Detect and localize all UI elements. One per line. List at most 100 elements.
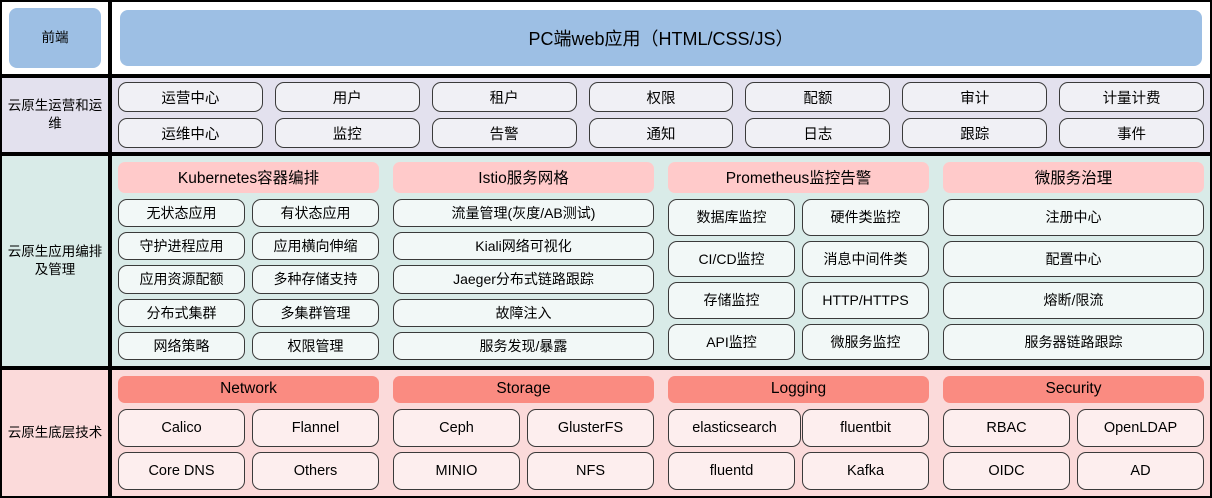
prom-item-microservice-monitoring[interactable]: 微服务监控 xyxy=(802,323,929,360)
istio-item-fault-injection[interactable]: 故障注入 xyxy=(393,298,654,327)
k8s-item-daemon-app[interactable]: 守护进程应用 xyxy=(118,232,245,261)
security-item-oidc[interactable]: OIDC xyxy=(943,452,1070,490)
microservice-item-grid: 注册中心 配置中心 熔断/限流 服务器链路跟踪 xyxy=(943,199,1204,360)
column-header-microservice-governance: 微服务治理 xyxy=(943,162,1204,193)
logging-item-fluentd[interactable]: fluentd xyxy=(668,452,795,490)
k8s-item-stateful-app[interactable]: 有状态应用 xyxy=(252,199,379,228)
k8s-item-storage-support[interactable]: 多种存储支持 xyxy=(252,265,379,294)
storage-item-nfs[interactable]: NFS xyxy=(527,452,654,490)
prom-item-cicd-monitoring[interactable]: CI/CD监控 xyxy=(668,240,795,277)
infrastructure-columns: Network Calico Flannel Core DNS Others S… xyxy=(118,376,1204,490)
ops-item-metering-billing[interactable]: 计量计费 xyxy=(1059,82,1204,112)
prom-item-http-https[interactable]: HTTP/HTTPS xyxy=(802,282,929,319)
logging-item-fluentbit[interactable]: fluentbit xyxy=(802,409,929,447)
layer-row-orchestration: 云原生应用编排及管理 Kubernetes容器编排 无状态应用 有状态应用 守护… xyxy=(0,154,1212,368)
layer-label-orchestration-text: 云原生应用编排及管理 xyxy=(7,243,103,277)
layer-row-infrastructure: 云原生底层技术 Network Calico Flannel Core DNS … xyxy=(0,368,1212,498)
prom-item-message-middleware[interactable]: 消息中间件类 xyxy=(802,240,929,277)
ops-item-tenant[interactable]: 租户 xyxy=(431,82,577,112)
ops-item-audit[interactable]: 审计 xyxy=(902,82,1048,112)
k8s-item-network-policy[interactable]: 网络策略 xyxy=(118,331,245,360)
ops-capability-grid: 运营中心 用户 租户 权限 配额 审计 计量计费 运维中心 监控 告警 通知 日… xyxy=(118,82,1204,148)
layer-label-orchestration: 云原生应用编排及管理 xyxy=(0,154,110,368)
k8s-item-resource-quota[interactable]: 应用资源配额 xyxy=(118,265,245,294)
network-item-core-dns[interactable]: Core DNS xyxy=(118,452,245,490)
ops-item-alerting[interactable]: 告警 xyxy=(431,118,577,148)
infra-column-storage: Storage Ceph GlusterFS MINIO NFS xyxy=(393,376,654,490)
ops-item-monitoring[interactable]: 监控 xyxy=(274,118,420,148)
layer-label-infrastructure: 云原生底层技术 xyxy=(0,368,110,498)
network-item-calico[interactable]: Calico xyxy=(118,409,245,447)
kubernetes-item-grid: 无状态应用 有状态应用 守护进程应用 应用横向伸缩 应用资源配额 多种存储支持 … xyxy=(118,199,379,360)
msvc-item-config-center[interactable]: 配置中心 xyxy=(943,240,1204,277)
logging-item-grid: elasticsearch fluentbit fluentd Kafka xyxy=(668,409,929,490)
prometheus-item-grid: 数据库监控 硬件类监控 CI/CD监控 消息中间件类 存储监控 HTTP/HTT… xyxy=(668,199,929,360)
k8s-item-permission-mgmt[interactable]: 权限管理 xyxy=(252,331,379,360)
orchestration-column-prometheus: Prometheus监控告警 数据库监控 硬件类监控 CI/CD监控 消息中间件… xyxy=(668,162,929,360)
ops-item-quota[interactable]: 配额 xyxy=(745,82,891,112)
layer-label-ops-text: 云原生运营和运维 xyxy=(7,97,103,131)
logging-item-kafka[interactable]: Kafka xyxy=(802,452,929,490)
security-item-openldap[interactable]: OpenLDAP xyxy=(1077,409,1204,447)
k8s-item-horizontal-scaling[interactable]: 应用横向伸缩 xyxy=(252,232,379,261)
security-item-ad[interactable]: AD xyxy=(1077,452,1204,490)
k8s-item-stateless-app[interactable]: 无状态应用 xyxy=(118,199,245,228)
ops-item-notification[interactable]: 通知 xyxy=(588,118,734,148)
network-item-grid: Calico Flannel Core DNS Others xyxy=(118,409,379,490)
istio-item-traffic-management[interactable]: 流量管理(灰度/AB测试) xyxy=(393,199,654,228)
network-item-flannel[interactable]: Flannel xyxy=(252,409,379,447)
istio-item-service-discovery[interactable]: 服务发现/暴露 xyxy=(393,331,654,360)
infra-column-security: Security RBAC OpenLDAP OIDC AD xyxy=(943,376,1204,490)
column-header-storage: Storage xyxy=(393,376,654,403)
frontend-web-app-banner-text: PC端web应用（HTML/CSS/JS） xyxy=(528,29,794,49)
prom-item-hardware-monitoring[interactable]: 硬件类监控 xyxy=(802,199,929,236)
k8s-item-distributed-cluster[interactable]: 分布式集群 xyxy=(118,298,245,327)
prom-item-api-monitoring[interactable]: API监控 xyxy=(668,323,795,360)
column-header-kubernetes: Kubernetes容器编排 xyxy=(118,162,379,193)
prom-item-database-monitoring[interactable]: 数据库监控 xyxy=(668,199,795,236)
storage-item-glusterfs[interactable]: GlusterFS xyxy=(527,409,654,447)
layer-content-orchestration: Kubernetes容器编排 无状态应用 有状态应用 守护进程应用 应用横向伸缩… xyxy=(110,154,1212,368)
column-header-istio: Istio服务网格 xyxy=(393,162,654,193)
column-header-logging: Logging xyxy=(668,376,929,403)
layer-label-frontend-pill: 前端 xyxy=(9,8,101,68)
infra-column-logging: Logging elasticsearch fluentbit fluentd … xyxy=(668,376,929,490)
istio-item-kiali-visualization[interactable]: Kiali网络可视化 xyxy=(393,232,654,261)
istio-item-grid: 流量管理(灰度/AB测试) Kiali网络可视化 Jaeger分布式链路跟踪 故… xyxy=(393,199,654,360)
msvc-item-server-link-trace[interactable]: 服务器链路跟踪 xyxy=(943,323,1204,360)
infra-column-network: Network Calico Flannel Core DNS Others xyxy=(118,376,379,490)
ops-item-events[interactable]: 事件 xyxy=(1059,118,1204,148)
ops-item-operation-center[interactable]: 运营中心 xyxy=(118,82,263,112)
orchestration-column-istio: Istio服务网格 流量管理(灰度/AB测试) Kiali网络可视化 Jaege… xyxy=(393,162,654,360)
orchestration-column-kubernetes: Kubernetes容器编排 无状态应用 有状态应用 守护进程应用 应用横向伸缩… xyxy=(118,162,379,360)
layer-label-ops: 云原生运营和运维 xyxy=(0,76,110,154)
orchestration-column-microservice-governance: 微服务治理 注册中心 配置中心 熔断/限流 服务器链路跟踪 xyxy=(943,162,1204,360)
istio-item-jaeger-tracing[interactable]: Jaeger分布式链路跟踪 xyxy=(393,265,654,294)
msvc-item-circuit-breaker[interactable]: 熔断/限流 xyxy=(943,282,1204,319)
storage-item-ceph[interactable]: Ceph xyxy=(393,409,520,447)
layer-label-frontend-text: 前端 xyxy=(41,29,69,45)
column-header-security: Security xyxy=(943,376,1204,403)
k8s-item-multi-cluster-mgmt[interactable]: 多集群管理 xyxy=(252,298,379,327)
security-item-grid: RBAC OpenLDAP OIDC AD xyxy=(943,409,1204,490)
msvc-item-registry-center[interactable]: 注册中心 xyxy=(943,199,1204,236)
storage-item-minio[interactable]: MINIO xyxy=(393,452,520,490)
network-item-others[interactable]: Others xyxy=(252,452,379,490)
column-header-network: Network xyxy=(118,376,379,403)
ops-item-logging[interactable]: 日志 xyxy=(745,118,891,148)
security-item-rbac[interactable]: RBAC xyxy=(943,409,1070,447)
ops-item-maintenance-center[interactable]: 运维中心 xyxy=(118,118,263,148)
layer-content-ops: 运营中心 用户 租户 权限 配额 审计 计量计费 运维中心 监控 告警 通知 日… xyxy=(110,76,1212,154)
column-header-prometheus: Prometheus监控告警 xyxy=(668,162,929,193)
layer-content-frontend: PC端web应用（HTML/CSS/JS） xyxy=(110,0,1212,76)
ops-item-tracing[interactable]: 跟踪 xyxy=(902,118,1048,148)
layer-label-infrastructure-text: 云原生底层技术 xyxy=(7,424,103,440)
logging-item-elasticsearch[interactable]: elasticsearch xyxy=(668,409,801,447)
prom-item-storage-monitoring[interactable]: 存储监控 xyxy=(668,282,795,319)
ops-item-user[interactable]: 用户 xyxy=(274,82,420,112)
frontend-web-app-banner[interactable]: PC端web应用（HTML/CSS/JS） xyxy=(120,10,1202,66)
storage-item-grid: Ceph GlusterFS MINIO NFS xyxy=(393,409,654,490)
ops-item-permission[interactable]: 权限 xyxy=(588,82,734,112)
layer-content-infrastructure: Network Calico Flannel Core DNS Others S… xyxy=(110,368,1212,498)
